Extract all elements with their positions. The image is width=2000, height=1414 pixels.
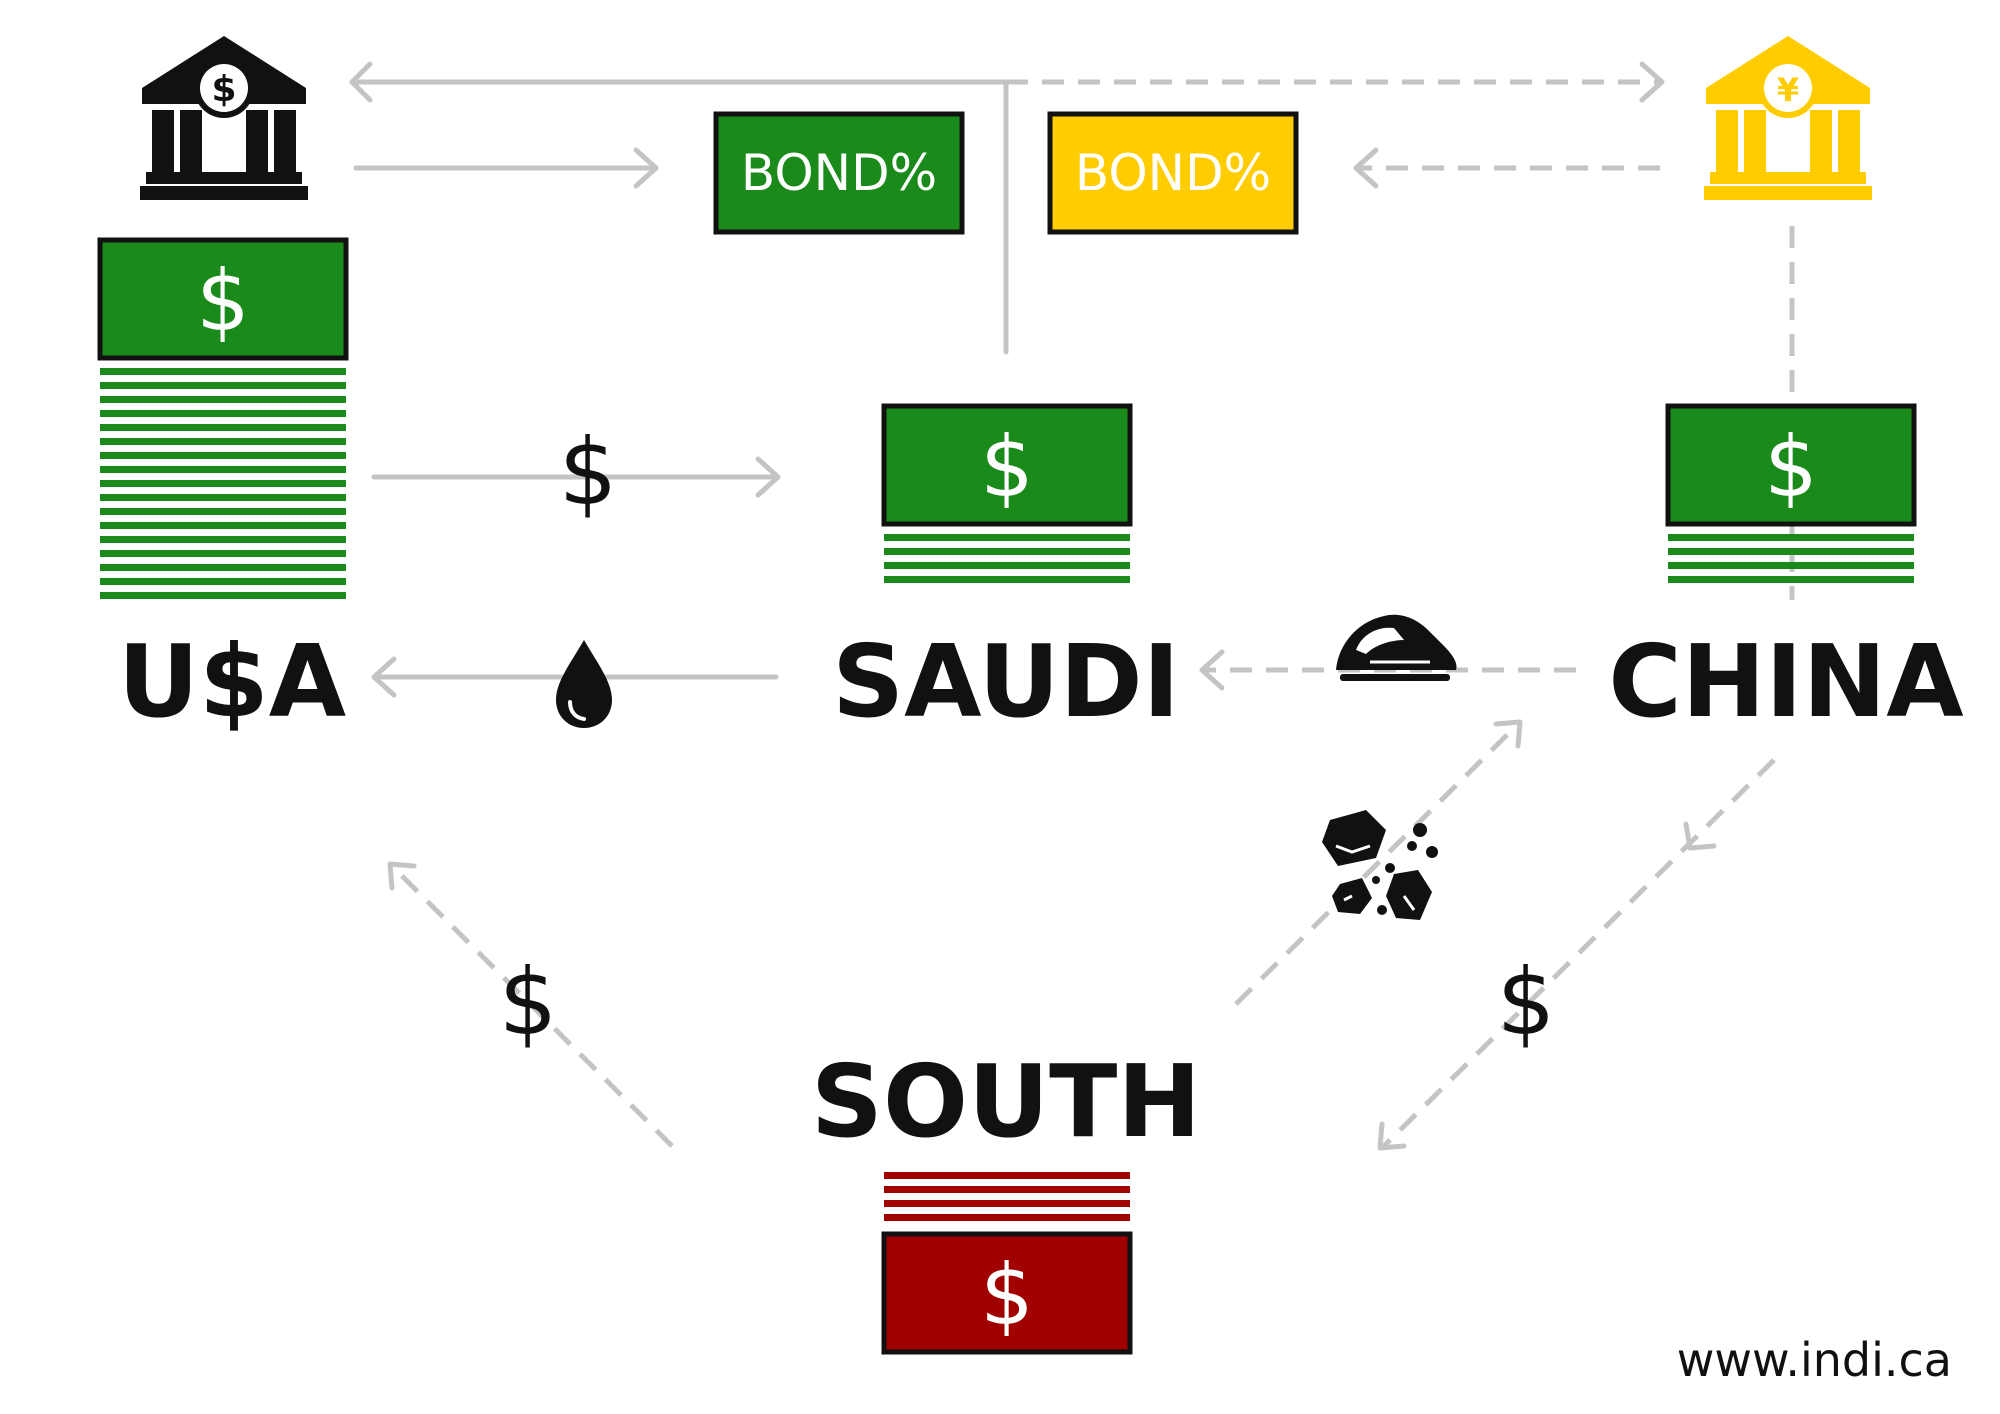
minerals-icon [1322, 810, 1438, 920]
us-bank-to-bond-flow [353, 147, 659, 189]
china-label: CHINA [1608, 623, 1963, 740]
china-central-bank-icon: ¥ [1704, 36, 1872, 200]
china-stacked-bills [1668, 534, 1914, 583]
china-bond-label: BOND% [1075, 144, 1271, 202]
saudi-dollar-reserves: $ [881, 403, 1133, 583]
china-bill-dollar-sign: $ [1764, 418, 1817, 516]
south-label: SOUTH [811, 1043, 1201, 1160]
us-central-bank-icon: $ [140, 36, 308, 200]
china-bank-yuan-glyph: ¥ [1777, 71, 1799, 109]
us-bond-label: BOND% [741, 144, 937, 202]
usa-bill-dollar-sign: $ [196, 252, 249, 350]
usa-to-saudi-dollar-flow [371, 456, 781, 498]
china-dollar-reserves: $ [1665, 403, 1917, 583]
saudi-label: SAUDI [832, 623, 1180, 740]
china-bond: BOND% [1047, 111, 1299, 235]
usa-to-saudi-dollar-sign: $ [559, 419, 618, 526]
south-to-usa-dollar-flow [387, 861, 674, 1148]
south-to-usa-dollar-sign: $ [499, 949, 558, 1056]
china-bank-to-bond-flow [1353, 147, 1660, 189]
saudi-to-china-bank-flow [1006, 61, 1665, 103]
saudi-bill-dollar-sign: $ [980, 418, 1033, 516]
south-debt: $ [881, 1172, 1133, 1355]
china-to-south-dollar-sign: $ [1497, 949, 1556, 1056]
saudi-stacked-bills [884, 534, 1130, 583]
south-bill-dollar-sign: $ [980, 1246, 1033, 1344]
site-url: www.indi.ca [1677, 1333, 1952, 1387]
china-to-south-dollar-flow [1377, 758, 1776, 1151]
us-bond: BOND% [713, 111, 965, 235]
usa-label: U$A [118, 623, 346, 740]
bullet-train-icon [1336, 614, 1457, 681]
south-stacked-debt [884, 1172, 1130, 1221]
usa-dollar-reserves: $ [97, 237, 349, 599]
us-bank-dollar-glyph: $ [211, 69, 236, 110]
usa-stacked-bills [100, 368, 346, 599]
oil-drop-icon [556, 640, 612, 728]
south-to-china-resources-flow [1234, 719, 1523, 1006]
